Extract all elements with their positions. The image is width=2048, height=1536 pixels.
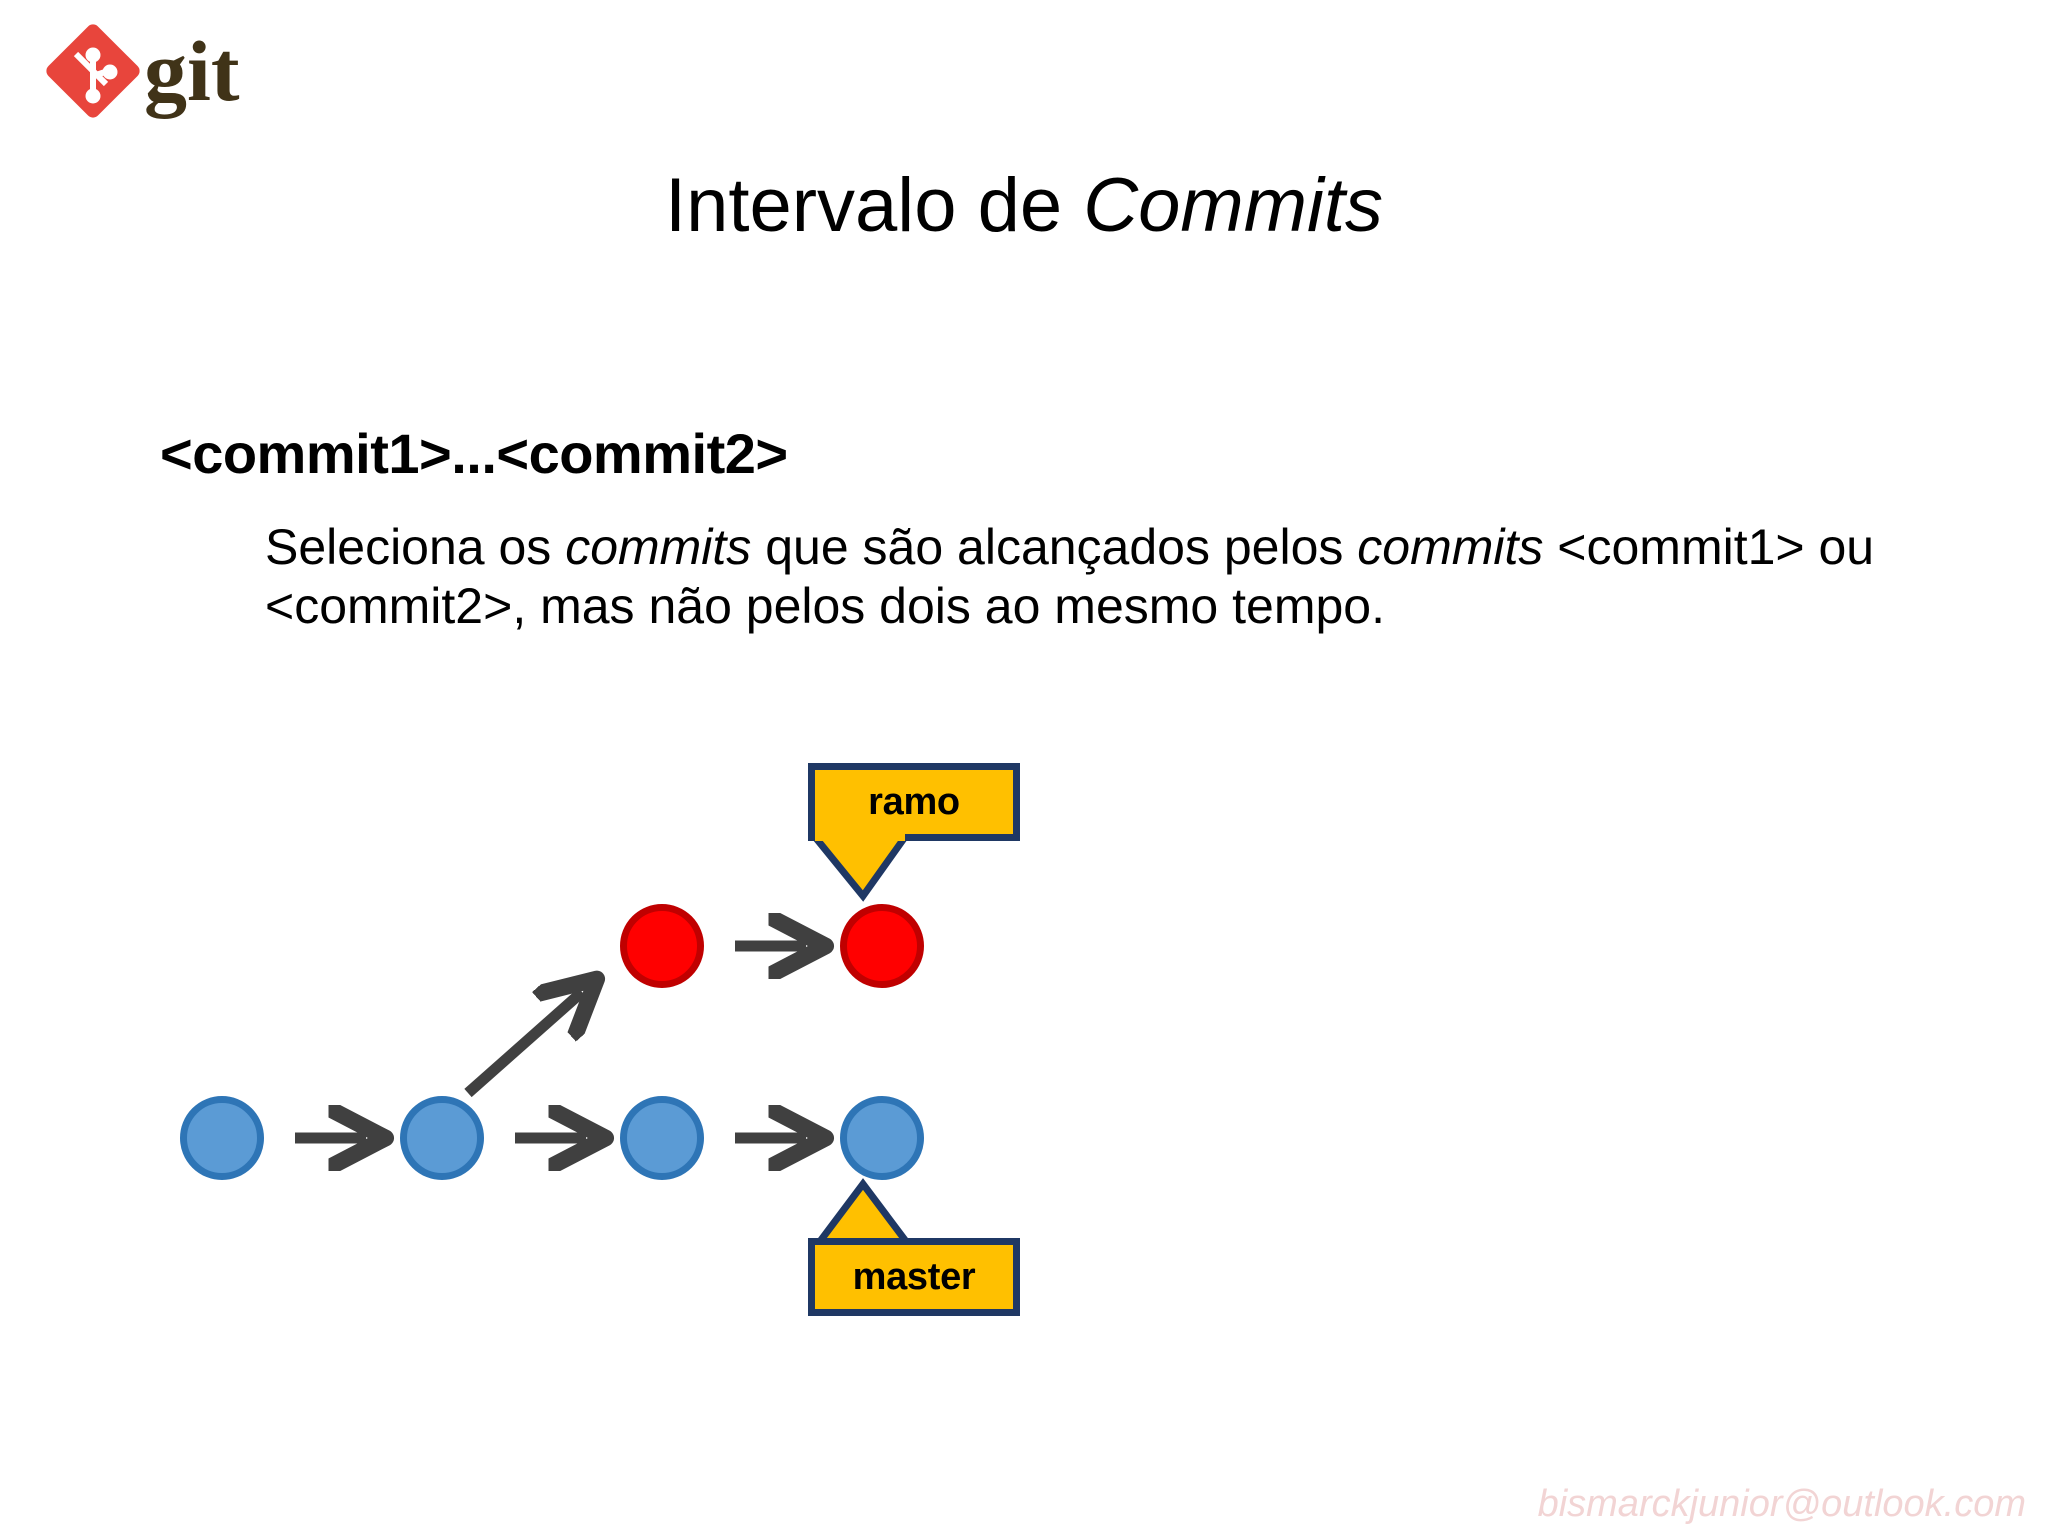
commit-graph-diagram: ramo master bbox=[180, 763, 1300, 1350]
branch-badge-ramo-tail bbox=[808, 834, 912, 902]
git-logo-icon: git bbox=[46, 23, 240, 119]
git-wordmark: git bbox=[144, 23, 240, 119]
commit-node-b2[interactable] bbox=[840, 904, 924, 988]
page-title-prefix: Intervalo de bbox=[664, 163, 1084, 248]
description-seg-1: commits bbox=[565, 519, 752, 575]
description-seg-0: Seleciona os bbox=[265, 519, 566, 575]
description-seg-4: <commit1> ou <commit2>, mas não pelos do… bbox=[265, 519, 1875, 634]
description-seg-3: commits bbox=[1357, 519, 1544, 575]
branch-badge-master[interactable]: master bbox=[808, 1238, 1020, 1316]
branch-badge-ramo[interactable]: ramo bbox=[808, 763, 1020, 841]
page-title-italic: Commits bbox=[1083, 163, 1384, 248]
description-seg-2: que são alcançados pelos bbox=[751, 519, 1358, 575]
commit-graph-arrows bbox=[295, 770, 1300, 1350]
git-logo: git bbox=[38, 18, 278, 128]
commit-node-c3[interactable] bbox=[620, 1096, 704, 1180]
commit-node-c1[interactable] bbox=[180, 1096, 264, 1180]
commit-node-c4[interactable] bbox=[840, 1096, 924, 1180]
description-text: Seleciona os commits que são alcançados … bbox=[265, 518, 1905, 636]
branch-badge-master-label: master bbox=[852, 1255, 976, 1298]
commit-node-b1[interactable] bbox=[620, 904, 704, 988]
branch-badge-ramo-label: ramo bbox=[868, 780, 960, 823]
commit-node-c2[interactable] bbox=[400, 1096, 484, 1180]
syntax-heading: <commit1>...<commit2> bbox=[160, 422, 788, 485]
watermark-email: bismarckjunior@outlook.com bbox=[1537, 1483, 2026, 1525]
page-title: Intervalo de Commits bbox=[0, 168, 2048, 244]
edge-c2-b1 bbox=[464, 992, 582, 1098]
